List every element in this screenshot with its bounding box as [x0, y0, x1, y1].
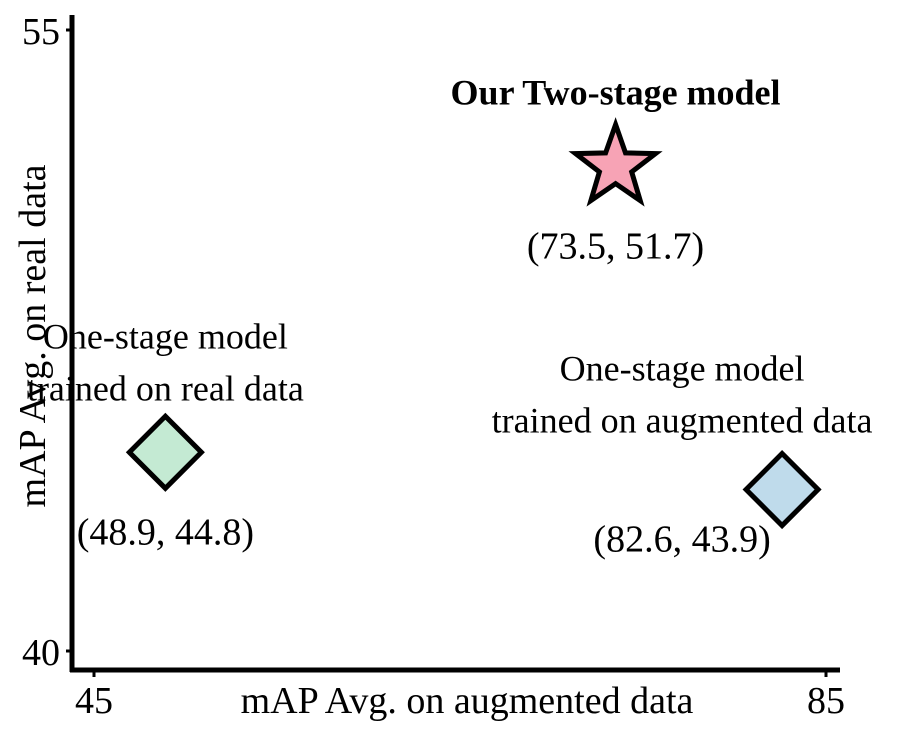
- x-tick-label-max: 85: [807, 680, 845, 722]
- y-tick-label-max: 55: [22, 11, 60, 53]
- point-1-label-line-0: One-stage model: [43, 316, 288, 356]
- diamond-marker-1: [125, 412, 205, 492]
- point-1-coord-label: (48.9, 44.8): [77, 511, 254, 553]
- star-marker-0: [568, 117, 663, 207]
- y-axis-label: mAP Avg. on real data: [12, 164, 54, 507]
- point-0-coord-label: (73.5, 51.7): [527, 226, 704, 268]
- x-tick-label-min: 45: [75, 680, 113, 722]
- point-2-label-line-0: One-stage model: [560, 349, 805, 389]
- x-axis-label: mAP Avg. on augmented data: [241, 680, 694, 722]
- diamond-marker-2: [742, 450, 822, 530]
- points-layer: Our Two-stage model (73.5, 51.7) One-stage…: [27, 73, 873, 561]
- point-1-label-line-1: trained on real data: [27, 368, 304, 408]
- point-2-coord-label: (82.6, 43.9): [593, 519, 770, 561]
- point-0-label-line-0: Our Two-stage model: [451, 73, 781, 113]
- point-2-label-line-1: trained on augmented data: [492, 401, 873, 441]
- y-tick-label-min: 40: [22, 632, 60, 674]
